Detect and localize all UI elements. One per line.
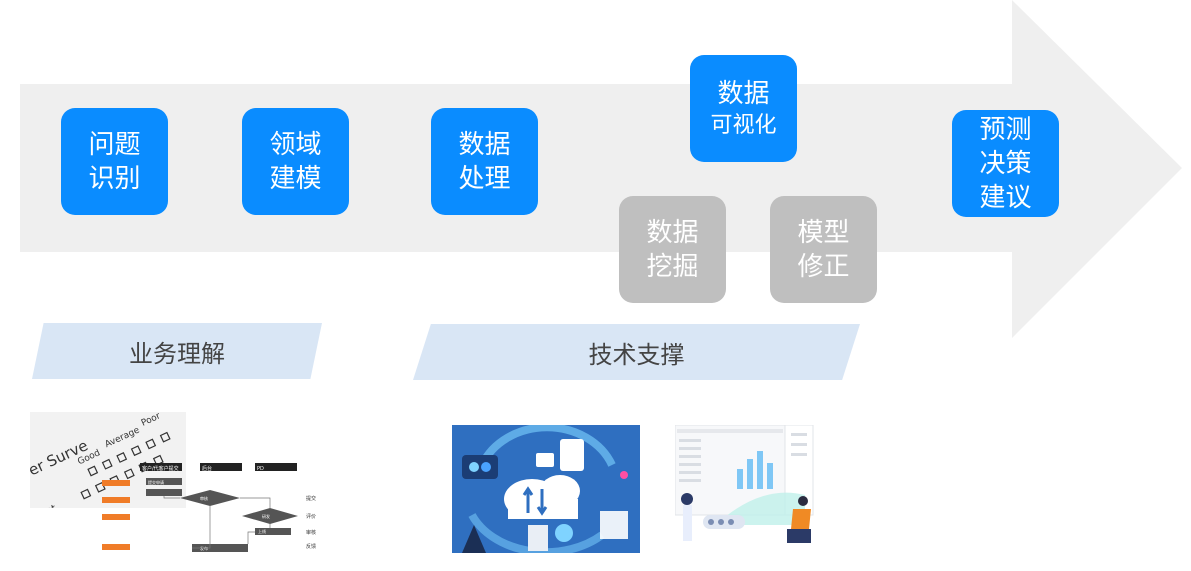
flow-node-2: 审核 (200, 495, 208, 501)
dashboard-image (675, 425, 814, 543)
survey-side-text: ent (39, 503, 59, 508)
flow-header-2: 后台 (202, 465, 212, 472)
step-mining-line1: 数据 (646, 217, 699, 248)
step-mining-line2: 挖掘 (646, 251, 699, 282)
step-process-line2: 处理 (458, 163, 511, 194)
step-data-visualization: 数据 可视化 (690, 55, 797, 162)
step-problem-line2: 识别 (88, 163, 141, 194)
step-visual-line1: 数据 (717, 78, 770, 109)
flow-header-1: 客户/代客户提交 (142, 465, 179, 472)
step-domain-modeling: 领域 建模 (242, 108, 349, 215)
flowchart-image: 客户/代客户提交 后台 PD 提交申请 审核 研发 上线 发布 提交 评价 审核… (102, 463, 316, 552)
step-problem-identification: 问题 识别 (61, 108, 168, 215)
step-model-line1: 模型 (797, 217, 850, 248)
band-technical-support: 技术支撑 (413, 324, 860, 380)
step-data-processing: 数据 处理 (431, 108, 538, 215)
step-data-mining: 数据 挖掘 (619, 196, 726, 303)
step-predict-line3: 建议 (979, 182, 1032, 213)
step-visual-line2: 可视化 (710, 112, 777, 138)
band-business-understanding: 业务理解 (32, 323, 322, 379)
flow-side-3: 审核 (306, 529, 316, 536)
cloud-tech-image (452, 425, 640, 553)
flow-side-4: 反馈 (306, 543, 316, 550)
step-process-line1: 数据 (458, 129, 511, 160)
flow-side-2: 评价 (306, 513, 316, 520)
flow-side-1: 提交 (306, 495, 316, 502)
flow-node-3: 研发 (262, 513, 270, 519)
band-tech-label: 技术支撑 (588, 340, 685, 369)
flow-header-3: PD (257, 466, 264, 472)
step-problem-line1: 问题 (88, 129, 141, 160)
flow-node-1: 提交申请 (148, 479, 164, 485)
step-predict-line1: 预测 (979, 114, 1032, 145)
step-model-correction: 模型 修正 (770, 196, 877, 303)
step-domain-line2: 建模 (269, 163, 322, 194)
band-business-label: 业务理解 (129, 339, 225, 368)
step-model-line2: 修正 (797, 251, 850, 282)
flow-node-4: 上线 (258, 528, 266, 534)
survey-image: er Surve Good Average Poor ent (30, 412, 186, 508)
step-prediction-decision: 预测 决策 建议 (952, 110, 1059, 217)
step-predict-line2: 决策 (979, 148, 1032, 179)
step-domain-line1: 领域 (269, 129, 322, 160)
